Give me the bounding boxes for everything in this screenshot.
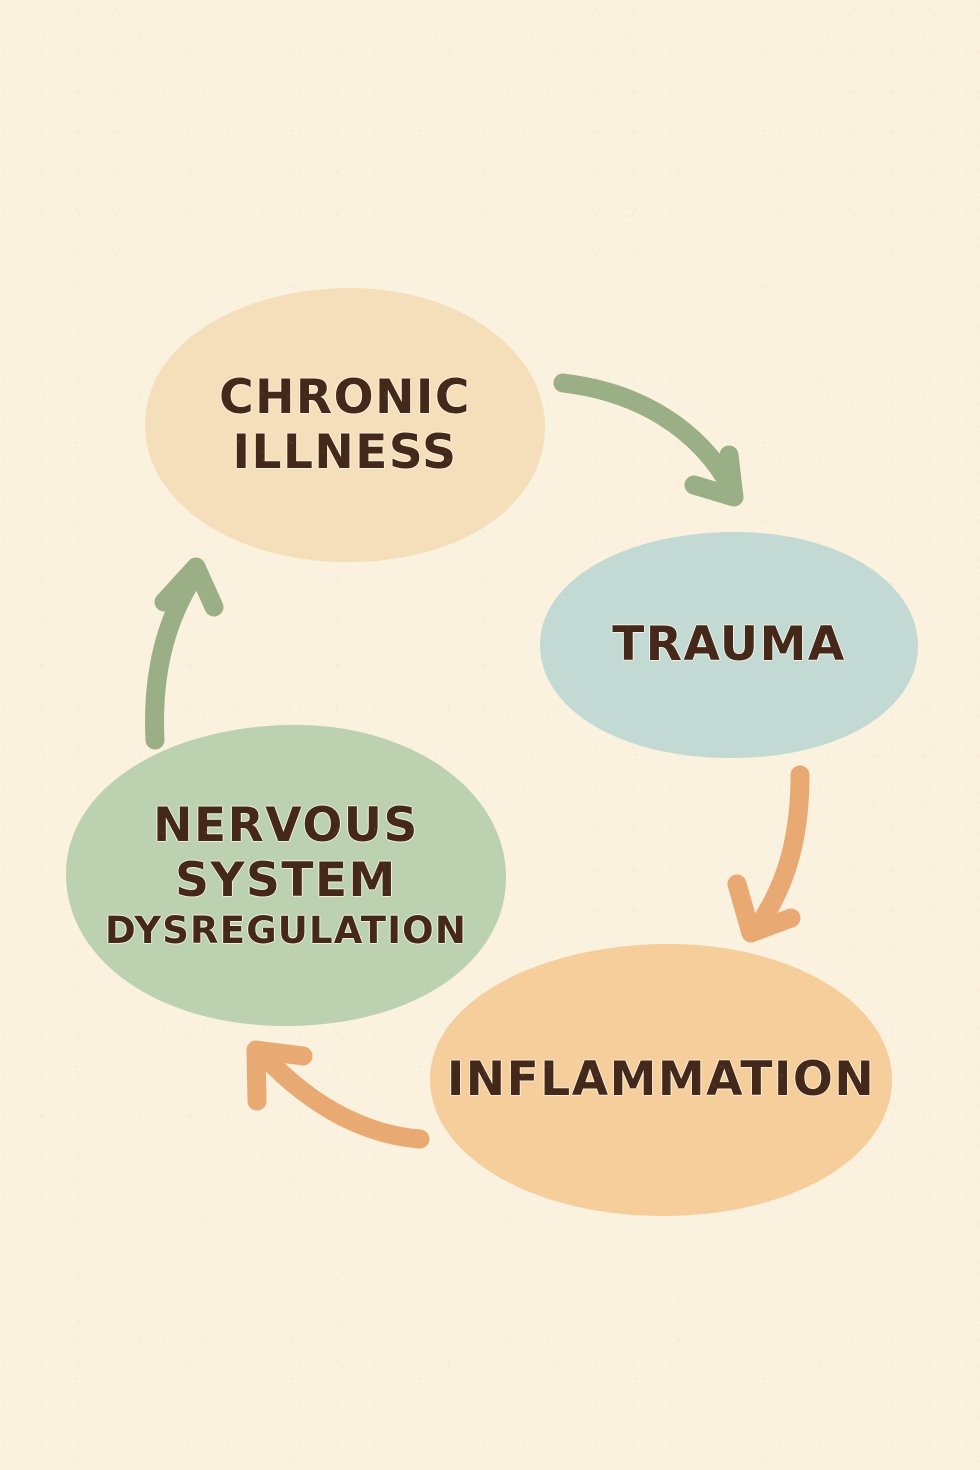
arrow-chronic-illness-to-trauma — [553, 373, 744, 507]
arrow-nervous-system-dysregulation-to-chronic-illness — [145, 557, 224, 750]
node-shape-inflammation[interactable] — [430, 943, 892, 1217]
node-shape-nervous-system-dysregulation[interactable] — [66, 724, 507, 1026]
arrow-inflammation-to-nervous-system-dysregulation — [246, 1040, 430, 1149]
node-shape-trauma[interactable] — [540, 531, 918, 759]
node-shape-chronic-illness[interactable] — [144, 287, 546, 563]
flow-arrows — [145, 373, 810, 1149]
arrow-trauma-to-inflammation — [727, 765, 810, 943]
node-shapes — [66, 287, 918, 1217]
